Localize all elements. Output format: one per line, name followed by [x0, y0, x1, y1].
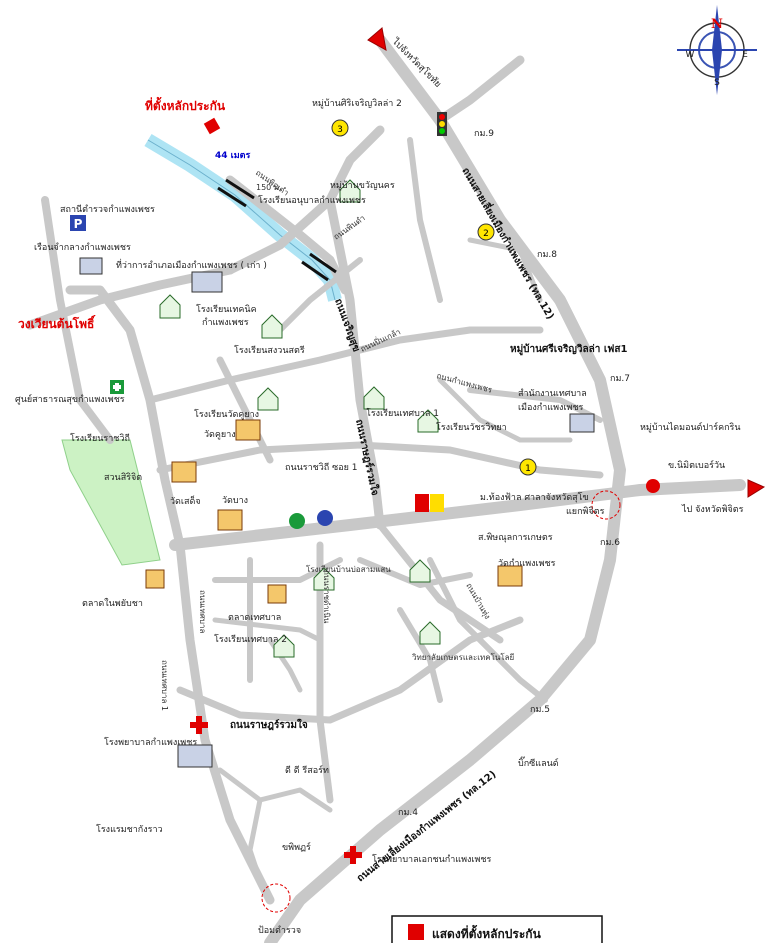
label-mill: ขพิพฏร์: [282, 841, 311, 853]
label-wat-khuyang: วัดคูยาง: [204, 430, 236, 440]
health-center-icon: [110, 380, 124, 394]
compass-n: N: [711, 17, 723, 32]
legend-red-square-icon: [408, 924, 424, 940]
compass-north-needle-icon: [712, 5, 722, 50]
label-police: สถานีตำรวจกำแพงเพชร: [60, 204, 155, 215]
park-area: [61, 439, 161, 566]
distance-label: 44 เมตร: [215, 151, 251, 161]
svg-text:3: 3: [337, 125, 343, 135]
label-sirijaroen-phase1: หมู่บ้านศรีเจริญวิลล่า เฟส1: [510, 343, 627, 356]
road-network: [25, 34, 746, 943]
compass-e: E: [742, 50, 748, 60]
marker-1: 1: [519, 458, 537, 476]
label-market-thesaban: ตลาดเทศบาล: [228, 613, 281, 623]
direction-arrow-east-icon: [747, 479, 766, 498]
legend-label: แสดงที่ตั้งหลักประกัน: [432, 924, 542, 941]
school-icons: [159, 179, 441, 658]
store-icons: [289, 479, 660, 529]
label-village-diamond: หมู่บ้านไดมอนด์ปาร์คกริน: [640, 421, 741, 433]
temple-icons: [145, 419, 523, 604]
label-ratsadon-road: ถนนราษฎร์รวมใจ: [230, 718, 308, 731]
direction-arrow-north-icon: [367, 27, 387, 51]
label-municipal2: เมืองกำแพงเพชร: [518, 402, 584, 413]
traffic-light-icon: [437, 112, 447, 136]
marker-2: 2: [477, 223, 495, 241]
label-school-tech: โรงเรียนเทคนิค: [196, 304, 257, 315]
label-wat-saket: วัดเสด็จ: [170, 494, 201, 507]
collateral-marker-icon: [203, 117, 221, 135]
junction-circle-phichit: [591, 490, 621, 520]
compass: N S E W: [677, 5, 757, 95]
label-wat-kamphaeng: วัดกำแพงเพชร: [498, 558, 556, 569]
label-school-thesaban2: โรงเรียนเทศบาล 2: [214, 634, 287, 645]
label-hospital-private: โรงพยาบาลเอกชนกำแพงเพชร: [372, 854, 492, 865]
distance-small: 150 ม.: [256, 183, 282, 192]
label-school-nongsawang: โรงเรียนสงวนสตรี: [234, 345, 305, 356]
main-site-title: ที่ตั้งหลักประกัน: [145, 96, 226, 113]
place-labels: หมู่บ้านศิริเจริญวิลล่า 2 หมู่บ้านขวัญนค…: [15, 98, 741, 936]
label-bang-nimit: ข.นิมิตเบอร์วัน: [668, 459, 725, 471]
label-prison: เรือนจำกลางกำแพงเพชร: [34, 242, 131, 253]
road-ratchadamnoen-v: ถนนราชดำเนิน: [322, 570, 331, 624]
label-didee: ดี ดี รีสอร์ท: [285, 764, 329, 776]
label-school-anuban: โรงเรียนอนุบาลกำแพงเพชร: [258, 195, 366, 206]
label-circle: วงเวียนต้นโพธิ์: [18, 315, 96, 331]
label-drink-shop: ส.พิษณุลการเกษตร: [478, 532, 553, 543]
label-school-ban: โรงเรียนบ้านบ่อสามแสน: [306, 564, 391, 574]
svg-text:1: 1: [525, 464, 531, 474]
label-school-tech2: กำแพงเพชร: [202, 317, 249, 328]
legend: แสดงที่ตั้งหลักประกัน: [391, 915, 603, 943]
label-old-district: ที่ว่าการอำเภอเมืองกำแพงเพชร ( เก่า ): [116, 258, 267, 271]
road-bypass-south: ถนนสายเลี่ยงเมืองกำแพงเพชร (ทล.12): [353, 767, 498, 885]
svg-text:กม.8: กม.8: [537, 250, 557, 260]
label-sarasas: ม.ท้องฟ้าล ศาลาจังหวัดสุโข: [480, 492, 589, 503]
bridges: [217, 178, 337, 282]
building-icons: [79, 257, 595, 768]
label-gas: ป้อมตำรวจ: [258, 925, 301, 936]
road-thesaban-v: ถนนเทศบาล: [198, 590, 207, 633]
svg-text:กม.6: กม.6: [600, 538, 620, 548]
label-school-watcharawit: โรงเรียนวัชรวิทยา: [436, 422, 507, 433]
compass-w: W: [686, 50, 695, 60]
svg-text:2: 2: [483, 229, 489, 239]
svg-text:P: P: [74, 217, 83, 231]
marker-3: 3: [331, 119, 349, 137]
junction-circle-south: [261, 883, 291, 913]
km-labels: กม.9 กม.8 กม.7 กม.6 กม.5 กม.4: [398, 129, 630, 818]
label-municipal: สำนักงานเทศบาล: [518, 388, 587, 399]
label-wat-bang: วัดบาง: [222, 496, 248, 506]
svg-text:กม.4: กม.4: [398, 808, 418, 818]
label-hospital-kp: โรงพยาบาลกำแพงเพชร: [104, 737, 197, 748]
police-parking-icon: P: [70, 215, 86, 231]
road-tessa-left: ถนนเทศบาล 1: [160, 660, 169, 711]
road-ratchawithi: ถนนราชวิถี ซอย 1: [285, 462, 358, 473]
label-phichit-junction: แยกพิจิตร: [566, 506, 605, 517]
label-school-thesaban1: โรงเรียนเทศบาล 1: [366, 408, 439, 419]
svg-text:กม.9: กม.9: [474, 129, 494, 139]
svg-text:กม.7: กม.7: [610, 374, 630, 384]
label-market: ตลาดในพยับชา: [82, 598, 143, 609]
label-school-watkhu: โรงเรียนวัดคูยาง: [194, 409, 259, 420]
label-school-wat: โรงเรียนราชวิถี: [70, 433, 130, 444]
label-village-sirijaroen2: หมู่บ้านศิริเจริญวิลล่า 2: [312, 98, 402, 109]
label-resort: โรงแรมชากังราว: [96, 824, 163, 835]
label-health-center: ศูนย์สาธารณสุขกำแพงเพชร: [15, 393, 125, 405]
label-park: สวนสิริจิต: [104, 472, 142, 483]
svg-text:กม.5: กม.5: [530, 705, 550, 715]
label-college: วิทยาลัยเกษตรและเทคโนโลยี: [411, 652, 514, 662]
hospital-cross-icon: [190, 716, 362, 864]
label-to-phichit: ไป จังหวัดพิจิตร: [681, 504, 744, 515]
label-village-khwan: หมู่บ้านขวัญนคร: [330, 180, 395, 191]
label-big-c: บิ๊กซีแลนด์: [518, 756, 559, 769]
compass-s: S: [714, 78, 720, 88]
